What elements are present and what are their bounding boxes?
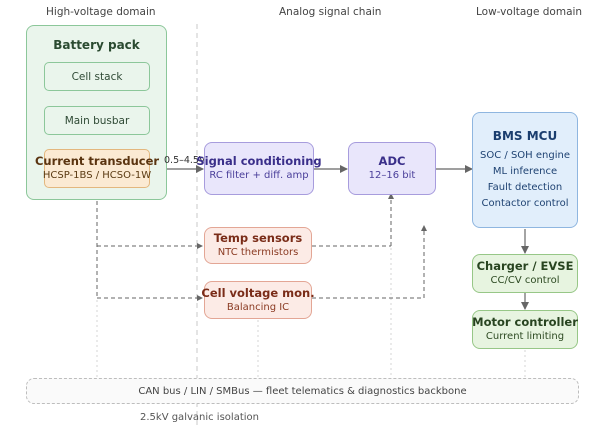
mcu-line-soc-soh: SOC / SOH engine [480,149,570,161]
header-analog-chain: Analog signal chain [279,6,382,18]
temp-sensors-sub: NTC thermistors [217,247,299,258]
current-transducer-sub: HCSP-1BS / HCSO-1W [42,170,152,181]
cell-voltage-monitor-title: Cell voltage mon. [201,285,315,300]
current-transducer-box: Current transducer HCSP-1BS / HCSO-1W [35,149,159,188]
bms-mcu-title: BMS MCU [492,128,558,143]
signal-conditioning-sub: RC filter + diff. amp [209,170,309,181]
temp-sensors-title: Temp sensors [213,231,303,245]
adc-title: ADC [378,154,406,168]
signal-conditioning-box: Signal conditioning RC filter + diff. am… [196,142,322,195]
charger-evse-sub: CC/CV control [490,275,560,286]
cell-voltage-monitor-box: Cell voltage mon. Balancing IC [201,281,315,319]
header-high-voltage: High-voltage domain [46,6,156,18]
current-transducer-title: Current transducer [34,154,160,168]
mcu-line-ml-inference: ML inference [492,165,558,177]
charger-evse-box: Charger / EVSE CC/CV control [472,254,578,293]
motor-controller-title: Motor controller [472,315,578,329]
motor-controller-sub: Current limiting [485,331,565,342]
temp-sensors-box: Temp sensors NTC thermistors [204,227,312,264]
header-low-voltage: Low-voltage domain [476,6,583,18]
bms-mcu-box: BMS MCU SOC / SOH engine ML inference Fa… [472,112,578,228]
mcu-line-fault-detection: Fault detection [487,181,563,193]
adc-sub: 12–16 bit [368,170,416,181]
isolation-label: 2.5kV galvanic isolation [140,412,259,423]
battery-pack-title: Battery pack [53,38,140,52]
adc-box: ADC 12–16 bit [348,142,436,195]
voltage-range-label: 0.5–4.5V [164,155,206,166]
can-bus-backbone: CAN bus / LIN / SMBus — fleet telematics… [26,378,579,404]
cell-stack-box: Cell stack [44,62,150,91]
motor-controller-box: Motor controller Current limiting [472,310,578,349]
mcu-line-contactor-control: Contactor control [481,197,569,209]
main-busbar-box: Main busbar [44,106,150,135]
signal-conditioning-title: Signal conditioning [196,154,322,168]
charger-evse-title: Charger / EVSE [476,259,574,273]
cell-voltage-monitor-sub: Balancing IC [226,301,290,313]
